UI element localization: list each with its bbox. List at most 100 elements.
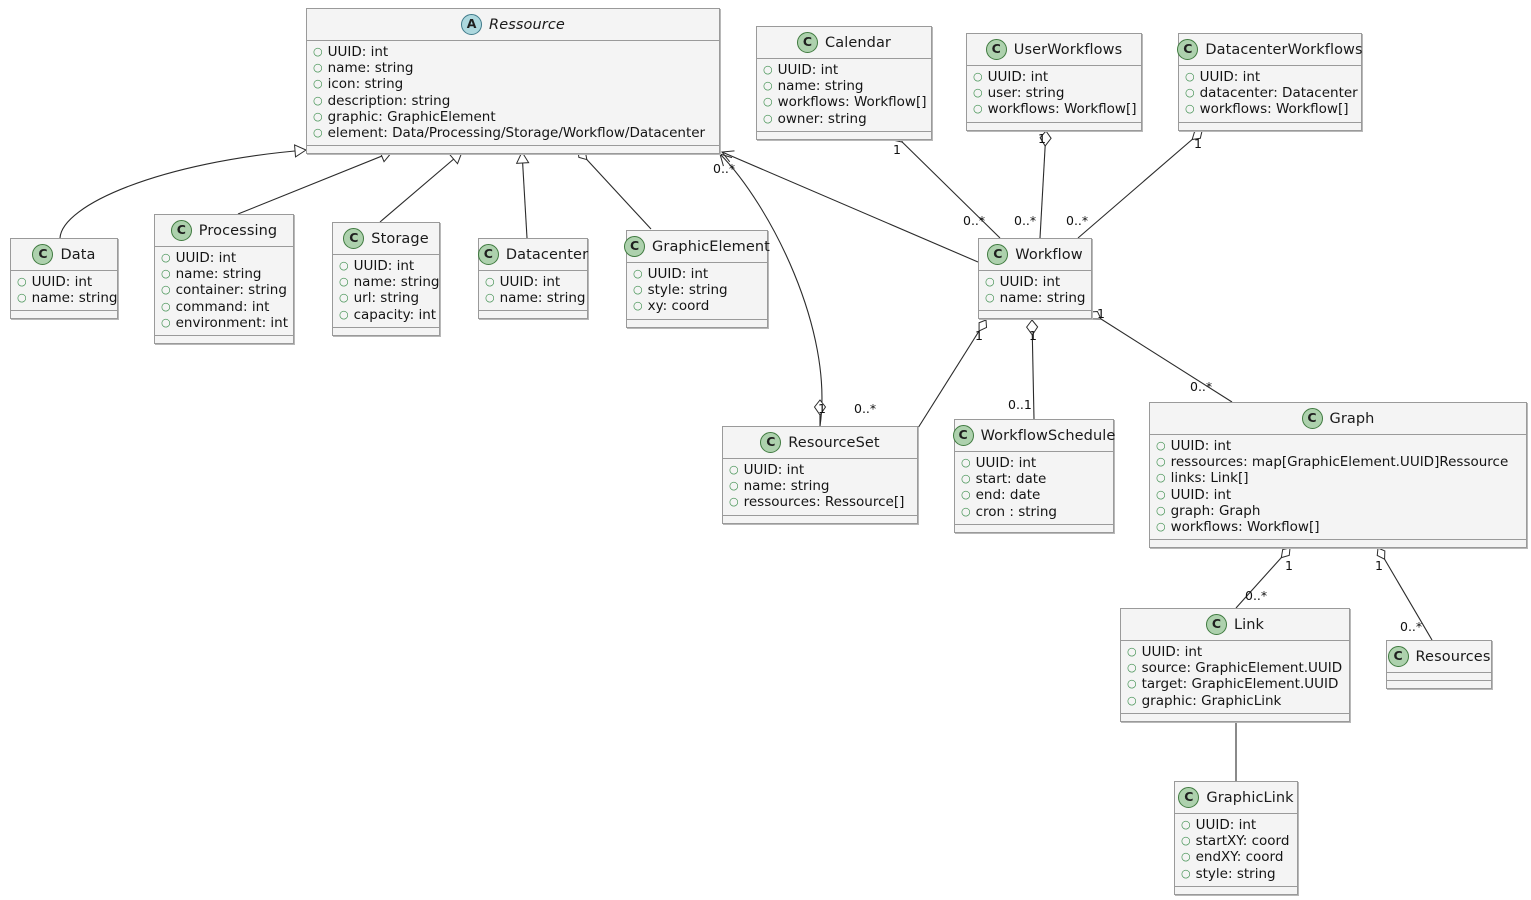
class-icon: C (343, 228, 365, 249)
edge-datacenter-inherits-ressource (515, 150, 530, 239)
attribute-text: ressources: map[GraphicElement.UUID]Ress… (1170, 454, 1509, 471)
visibility-public-icon: ○ (485, 275, 495, 288)
attribute-row: ○description: string (313, 93, 713, 109)
visibility-public-icon: ○ (1156, 471, 1166, 485)
attribute-row: ○element: Data/Processing/Storage/Workfl… (313, 125, 713, 141)
attribute-text: UUID: int (987, 69, 1049, 85)
attribute-row: ○workflows: Workflow[] (973, 101, 1136, 117)
edge-userworkflows-has-workflows (1039, 130, 1052, 239)
multiplicity-label-dcwf-wf: 1 (1194, 136, 1202, 151)
attribute-text: ressources: Ressource[] (743, 494, 905, 511)
attribute-row: ○style: string (633, 282, 761, 298)
class-methods-workflow (979, 311, 1091, 319)
attribute-text: UUID: int (1170, 438, 1232, 454)
class-attributes-resources (1387, 673, 1491, 681)
attribute-row: ○name: string (763, 78, 925, 94)
multiplicity-label-sched-zero-one: 0..1 (1008, 397, 1032, 412)
attribute-text: graphic: GraphicLink (1141, 692, 1282, 709)
visibility-public-icon: ○ (313, 93, 323, 107)
visibility-public-icon: ○ (161, 251, 171, 264)
attribute-row: ○source: GraphicElement.UUID (1127, 660, 1343, 676)
attribute-text: UUID: int (175, 250, 237, 266)
class-methods-ressource (307, 146, 719, 154)
attribute-row: ○graphic: GraphicElement (313, 109, 713, 125)
edge-data-inherits-ressource (59, 144, 308, 239)
attribute-text: endXY: coord (1195, 849, 1284, 866)
multiplicity-label-wf-graph-one: 1 (1097, 306, 1105, 321)
edge-workflow-has-graph (1089, 310, 1233, 403)
visibility-public-icon: ○ (161, 283, 171, 297)
attribute-text: graph: Graph (1170, 502, 1261, 519)
class-icon: C (987, 244, 1009, 265)
visibility-public-icon: ○ (339, 259, 349, 272)
visibility-public-icon: ○ (1181, 834, 1191, 848)
attribute-text: UUID: int (1195, 817, 1257, 833)
attribute-text: UUID: int (743, 462, 805, 478)
attribute-row: ○ UUID: int (161, 250, 287, 266)
visibility-public-icon: ○ (1181, 818, 1191, 831)
class-attributes-processing: ○UUID: int○name: string○container: strin… (155, 247, 293, 337)
attribute-row: ○workflows: Workflow[] (1185, 101, 1355, 117)
attribute-text: name: string (175, 266, 262, 283)
edge-datacenterworkflows-has-workflows (1077, 130, 1203, 239)
attribute-text: container: string (175, 282, 287, 299)
attribute-text: name: string (31, 290, 118, 307)
attribute-row: ○UUID: int (1156, 438, 1520, 454)
visibility-public-icon: ○ (729, 479, 739, 493)
attribute-text: environment: int (175, 314, 289, 331)
class-name-userworkflows: UserWorkflows (1013, 41, 1123, 58)
multiplicity-label-wf-from-dcwf: 0..* (1066, 213, 1089, 228)
attribute-row: ○style: string (1181, 866, 1291, 882)
visibility-public-icon: ○ (985, 291, 995, 305)
attribute-text: name: string (353, 274, 440, 291)
class-methods-workflowschedule (955, 524, 1113, 532)
class-methods-calendar (757, 131, 931, 139)
visibility-public-icon: ○ (339, 291, 349, 305)
attribute-text: style: string (647, 282, 728, 299)
visibility-public-icon: ○ (1181, 866, 1191, 880)
class-attributes-workflowschedule: ○UUID: int○start: date○end: date○cron : … (955, 452, 1113, 525)
attribute-row: ○url: string (339, 290, 433, 306)
attribute-text: capacity: int (353, 306, 437, 323)
attribute-row: ○cron : string (961, 504, 1107, 520)
attribute-row: ○user: string (973, 85, 1135, 101)
attribute-row: ○owner: string (763, 111, 925, 127)
class-name-data: Data (60, 246, 96, 263)
visibility-public-icon: ○ (763, 95, 773, 109)
class-attributes-datacenter: ○UUID: int○name: string (479, 271, 587, 312)
attribute-text: end: date (975, 487, 1041, 504)
class-attributes-graphiclink: ○UUID: int○startXY: coord○endXY: coord○s… (1175, 814, 1297, 887)
visibility-public-icon: ○ (1185, 102, 1195, 116)
attribute-row: ○ UUID: int (1181, 817, 1291, 833)
attribute-row: ○UUID: int (1127, 644, 1343, 660)
attribute-row: ○endXY: coord (1181, 849, 1291, 865)
visibility-public-icon: ○ (1127, 661, 1137, 675)
class-name-calendar: Calendar (824, 34, 891, 51)
attribute-text: workflows: Workflow[] (1170, 519, 1320, 536)
class-methods-data (11, 311, 117, 319)
attribute-text: element: Data/Processing/Storage/Workflo… (327, 125, 706, 142)
attribute-text: UUID: int (1170, 486, 1232, 503)
class-name-link: Link (1233, 616, 1265, 633)
